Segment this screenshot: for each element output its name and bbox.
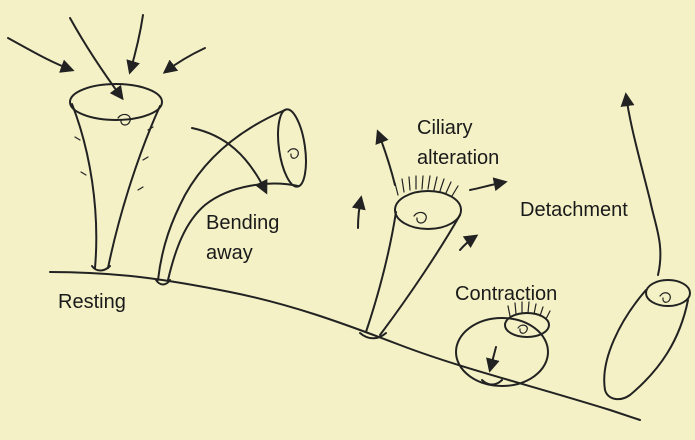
resting-arrow-2 [69,17,124,101]
ciliary-arrow-right-small [459,234,479,251]
bending-cell [155,108,307,286]
ciliary-arrow-up-left [375,129,396,186]
resting-cell [69,83,163,272]
label-bending-line1: Bending [206,212,280,234]
resting-arrow-3 [126,14,144,75]
resting-arrow-1 [7,37,75,73]
detachment-arrow [620,92,662,276]
label-ciliary-line2: alteration [417,147,500,169]
substrate-line [49,271,641,421]
contraction-cell [455,301,551,387]
label-resting: Resting [58,291,126,313]
label-bending-line2: away [206,242,253,264]
ciliary-arrow-left-small [351,195,366,229]
detachment-cell [603,279,691,401]
label-ciliary-line1: Ciliary [417,117,473,139]
label-contraction: Contraction [455,283,558,305]
ciliary-arrow-right [469,177,508,192]
ciliary-cell [359,175,462,340]
bending-arrow [191,127,268,195]
contraction-arrow [486,346,500,373]
resting-arrow-4 [162,47,206,74]
label-detachment: Detachment [520,199,628,221]
